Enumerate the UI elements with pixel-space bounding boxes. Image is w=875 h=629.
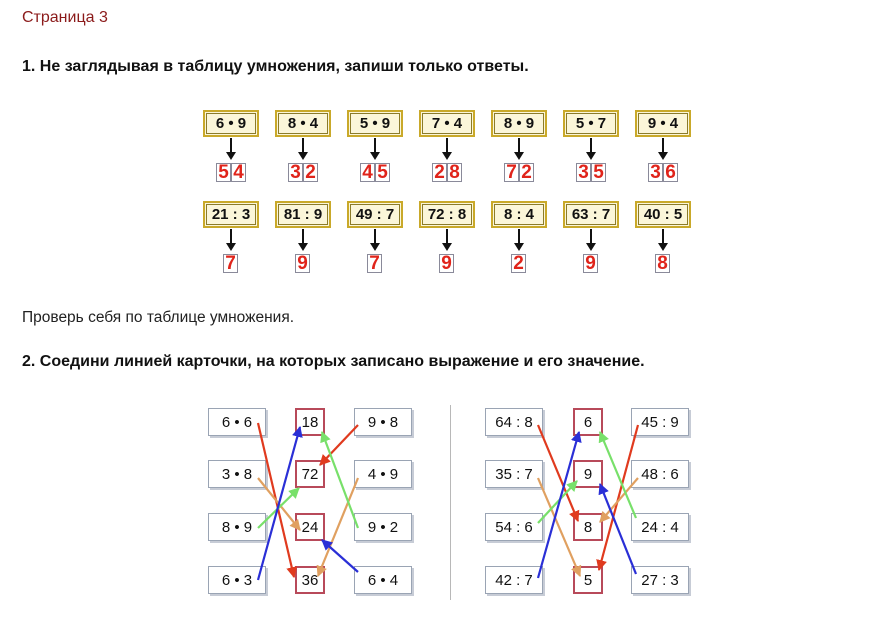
connection-line — [536, 424, 580, 523]
ex-card: 8 • 9 — [491, 110, 547, 137]
connection-line — [319, 424, 359, 466]
answer-digit: 2 — [303, 163, 318, 182]
value-card: 8 — [573, 513, 603, 541]
answer-digit: 5 — [591, 163, 606, 182]
answer-digit: 9 — [295, 254, 310, 273]
ex-card: 21 : 3 — [203, 201, 259, 228]
answer-cells: 8 — [655, 254, 670, 273]
task1-heading: 1. Не заглядывая в таблицу умножения, за… — [22, 58, 529, 75]
answer-digit: 2 — [432, 163, 447, 182]
ex-card: 9 • 4 — [635, 110, 691, 137]
expression-card: 64 : 8 — [485, 408, 543, 436]
page-title: Страница 3 — [22, 9, 108, 26]
connection-line — [537, 480, 578, 524]
expression-card: 48 : 6 — [631, 460, 689, 488]
answer-cells: 9 — [583, 254, 598, 273]
expression-card: 35 : 7 — [485, 460, 543, 488]
task2-heading: 2. Соедини линией карточки, на которых з… — [22, 353, 645, 370]
expression-card: 45 : 9 — [631, 408, 689, 436]
connection-line — [256, 422, 298, 579]
answer-digit: 8 — [447, 163, 462, 182]
ex-card: 5 • 7 — [563, 110, 619, 137]
section-divider — [450, 405, 451, 600]
ex-card: 72 : 8 — [419, 201, 475, 228]
answer-digit: 2 — [511, 254, 526, 273]
value-card: 72 — [295, 460, 325, 488]
answer-digit: 6 — [663, 163, 678, 182]
ex-card: 40 : 5 — [635, 201, 691, 228]
ex-card: 5 • 9 — [347, 110, 403, 137]
expression-card: 6 • 4 — [354, 566, 412, 594]
value-card: 6 — [573, 408, 603, 436]
expression-card: 8 • 9 — [208, 513, 266, 541]
expression-card: 6 • 3 — [208, 566, 266, 594]
answer-digit: 7 — [367, 254, 382, 273]
answer-cells: 7 — [367, 254, 382, 273]
connection-line — [256, 425, 303, 581]
expression-card: 24 : 4 — [631, 513, 689, 541]
answer-digit: 7 — [223, 254, 238, 273]
ex-card: 6 • 9 — [203, 110, 259, 137]
expression-card: 4 • 9 — [354, 460, 412, 488]
ex-card: 7 • 4 — [419, 110, 475, 137]
answer-cells: 9 — [295, 254, 310, 273]
answer-digit: 3 — [576, 163, 591, 182]
connection-line — [321, 539, 359, 573]
expression-card: 27 : 3 — [631, 566, 689, 594]
connection-line — [536, 430, 582, 579]
expression-card: 54 : 6 — [485, 513, 543, 541]
expression-card: 6 • 6 — [208, 408, 266, 436]
expression-card: 9 • 2 — [354, 513, 412, 541]
answer-digit: 8 — [655, 254, 670, 273]
ex-card: 63 : 7 — [563, 201, 619, 228]
answer-digit: 2 — [519, 163, 534, 182]
answer-cells: 9 — [439, 254, 454, 273]
answer-digit: 4 — [360, 163, 375, 182]
connection-line — [596, 424, 640, 572]
check-note: Проверь себя по таблице умножения. — [22, 309, 295, 326]
value-card: 24 — [295, 513, 325, 541]
answer-digit: 9 — [439, 254, 454, 273]
answer-digit: 5 — [375, 163, 390, 182]
answer-digit: 9 — [583, 254, 598, 273]
ex-card: 49 : 7 — [347, 201, 403, 228]
expression-card: 9 • 8 — [354, 408, 412, 436]
expression-card: 3 • 8 — [208, 460, 266, 488]
answer-cells: 7 — [223, 254, 238, 273]
answer-digit: 3 — [288, 163, 303, 182]
answer-cells: 2 — [511, 254, 526, 273]
answer-digit: 3 — [648, 163, 663, 182]
value-card: 36 — [295, 566, 325, 594]
ex-card: 8 • 4 — [275, 110, 331, 137]
answer-digit: 7 — [504, 163, 519, 182]
value-card: 9 — [573, 460, 603, 488]
answer-digit: 5 — [216, 163, 231, 182]
answer-digit: 4 — [231, 163, 246, 182]
ex-card: 81 : 9 — [275, 201, 331, 228]
ex-card: 8 : 4 — [491, 201, 547, 228]
connection-line — [320, 430, 360, 529]
value-card: 5 — [573, 566, 603, 594]
value-card: 18 — [295, 408, 325, 436]
expression-card: 42 : 7 — [485, 566, 543, 594]
